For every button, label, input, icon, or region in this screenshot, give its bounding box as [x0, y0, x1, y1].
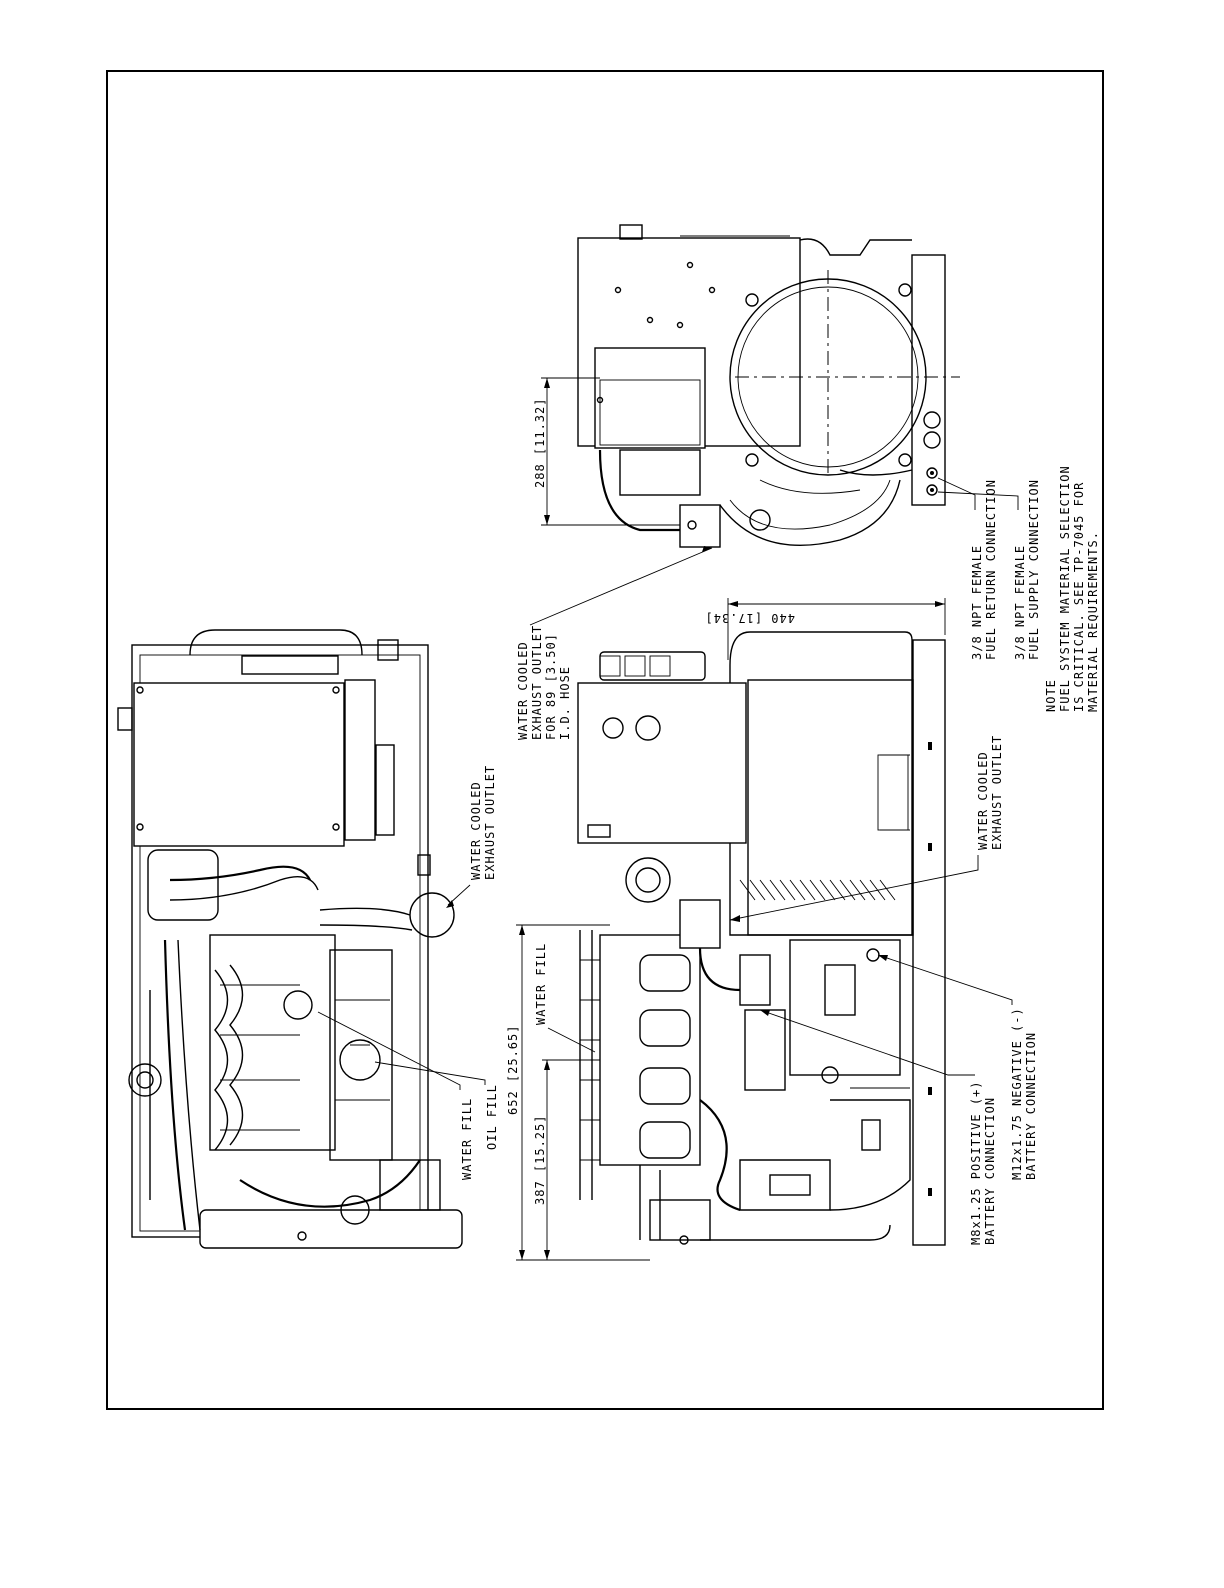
left-exhaust-label-2: EXHAUST OUTLET — [483, 765, 497, 880]
negative-battery-callout: M12x1.75 NEGATIVE (-) BATTERY CONNECTION — [877, 954, 1038, 1180]
left-water-fill-callout: WATER FILL — [317, 1011, 474, 1180]
left-water-fill-label: WATER FILL — [460, 1098, 474, 1180]
positive-battery-label-1: M8x1.25 POSITIVE (+) — [969, 1081, 983, 1246]
center-exhaust-label-2: EXHAUST OUTLET — [990, 735, 1004, 850]
left-exhaust-callout: WATER COOLED EXHAUST OUTLET — [446, 765, 497, 908]
fuel-system-note: NOTE FUEL SYSTEM MATERIAL SELECTION IS C… — [1044, 465, 1100, 712]
dimension-652-label: 652 [25.65] — [506, 1025, 520, 1115]
positive-battery-label-2: BATTERY CONNECTION — [983, 1097, 997, 1245]
sheet-border — [106, 70, 1104, 1410]
note-label-2: FUEL SYSTEM MATERIAL SELECTION — [1058, 465, 1072, 712]
top-exhaust-label-1: WATER COOLED — [516, 641, 530, 740]
center-base-rail — [912, 639, 946, 1246]
left-oil-fill-label: OIL FILL — [485, 1084, 499, 1150]
fuel-return-label-1: 3/8 NPT FEMALE — [970, 545, 984, 660]
dimension-288: 288 [11.32] — [533, 377, 680, 526]
left-exhaust-label-1: WATER COOLED — [469, 781, 483, 880]
center-water-fill-callout: WATER FILL — [534, 943, 596, 1053]
negative-battery-label-2: BATTERY CONNECTION — [1024, 1032, 1038, 1180]
top-exhaust-label-4: I.D. HOSE — [558, 666, 572, 740]
left-view-end-rail — [199, 1209, 463, 1249]
left-top-view — [117, 629, 463, 1249]
end-view — [577, 224, 960, 548]
fuel-return-label-2: FUEL RETURN CONNECTION — [984, 479, 998, 660]
fuel-return-callout: 3/8 NPT FEMALE FUEL RETURN CONNECTION — [937, 477, 998, 660]
center-control-box — [577, 682, 747, 844]
center-engine-block — [599, 934, 701, 1166]
center-exhaust-label-1: WATER COOLED — [976, 751, 990, 850]
note-label-1: NOTE — [1044, 679, 1058, 712]
dimension-652: 652 [25.65] — [506, 924, 650, 1261]
top-exhaust-label-3: FOR 89 [3.50] — [544, 633, 558, 740]
dimension-440: 440 [17.34] — [705, 598, 946, 660]
fuel-supply-label-1: 3/8 NPT FEMALE — [1013, 545, 1027, 660]
left-view-engine-block — [209, 934, 336, 1151]
note-label-4: MATERIAL REQUIREMENTS. — [1086, 531, 1100, 712]
fuel-supply-label-2: FUEL SUPPLY CONNECTION — [1027, 479, 1041, 660]
center-water-fill-label: WATER FILL — [534, 943, 548, 1025]
top-exhaust-label-2: EXHAUST OUTLET — [530, 625, 544, 740]
dimension-387: 387 [15.25] — [533, 1059, 600, 1260]
end-view-base-rail — [911, 254, 946, 506]
left-view-control-box — [133, 682, 345, 847]
dimension-387-label: 387 [15.25] — [533, 1115, 547, 1205]
left-oil-fill-callout: OIL FILL — [374, 1061, 499, 1150]
top-exhaust-callout: WATER COOLED EXHAUST OUTLET FOR 89 [3.50… — [516, 546, 713, 740]
negative-battery-label-1: M12x1.75 NEGATIVE (-) — [1010, 1007, 1024, 1180]
note-label-3: IS CRITICAL. SEE TP-7045 FOR — [1072, 482, 1086, 712]
center-side-view — [577, 631, 946, 1246]
positive-battery-callout: M8x1.25 POSITIVE (+) BATTERY CONNECTION — [759, 1009, 997, 1246]
dimension-440-label: 440 [17.34] — [705, 611, 795, 625]
center-exhaust-callout: WATER COOLED EXHAUST OUTLET — [729, 735, 1004, 922]
dimension-288-label: 288 [11.32] — [533, 398, 547, 488]
fuel-supply-callout: 3/8 NPT FEMALE FUEL SUPPLY CONNECTION — [937, 479, 1041, 660]
